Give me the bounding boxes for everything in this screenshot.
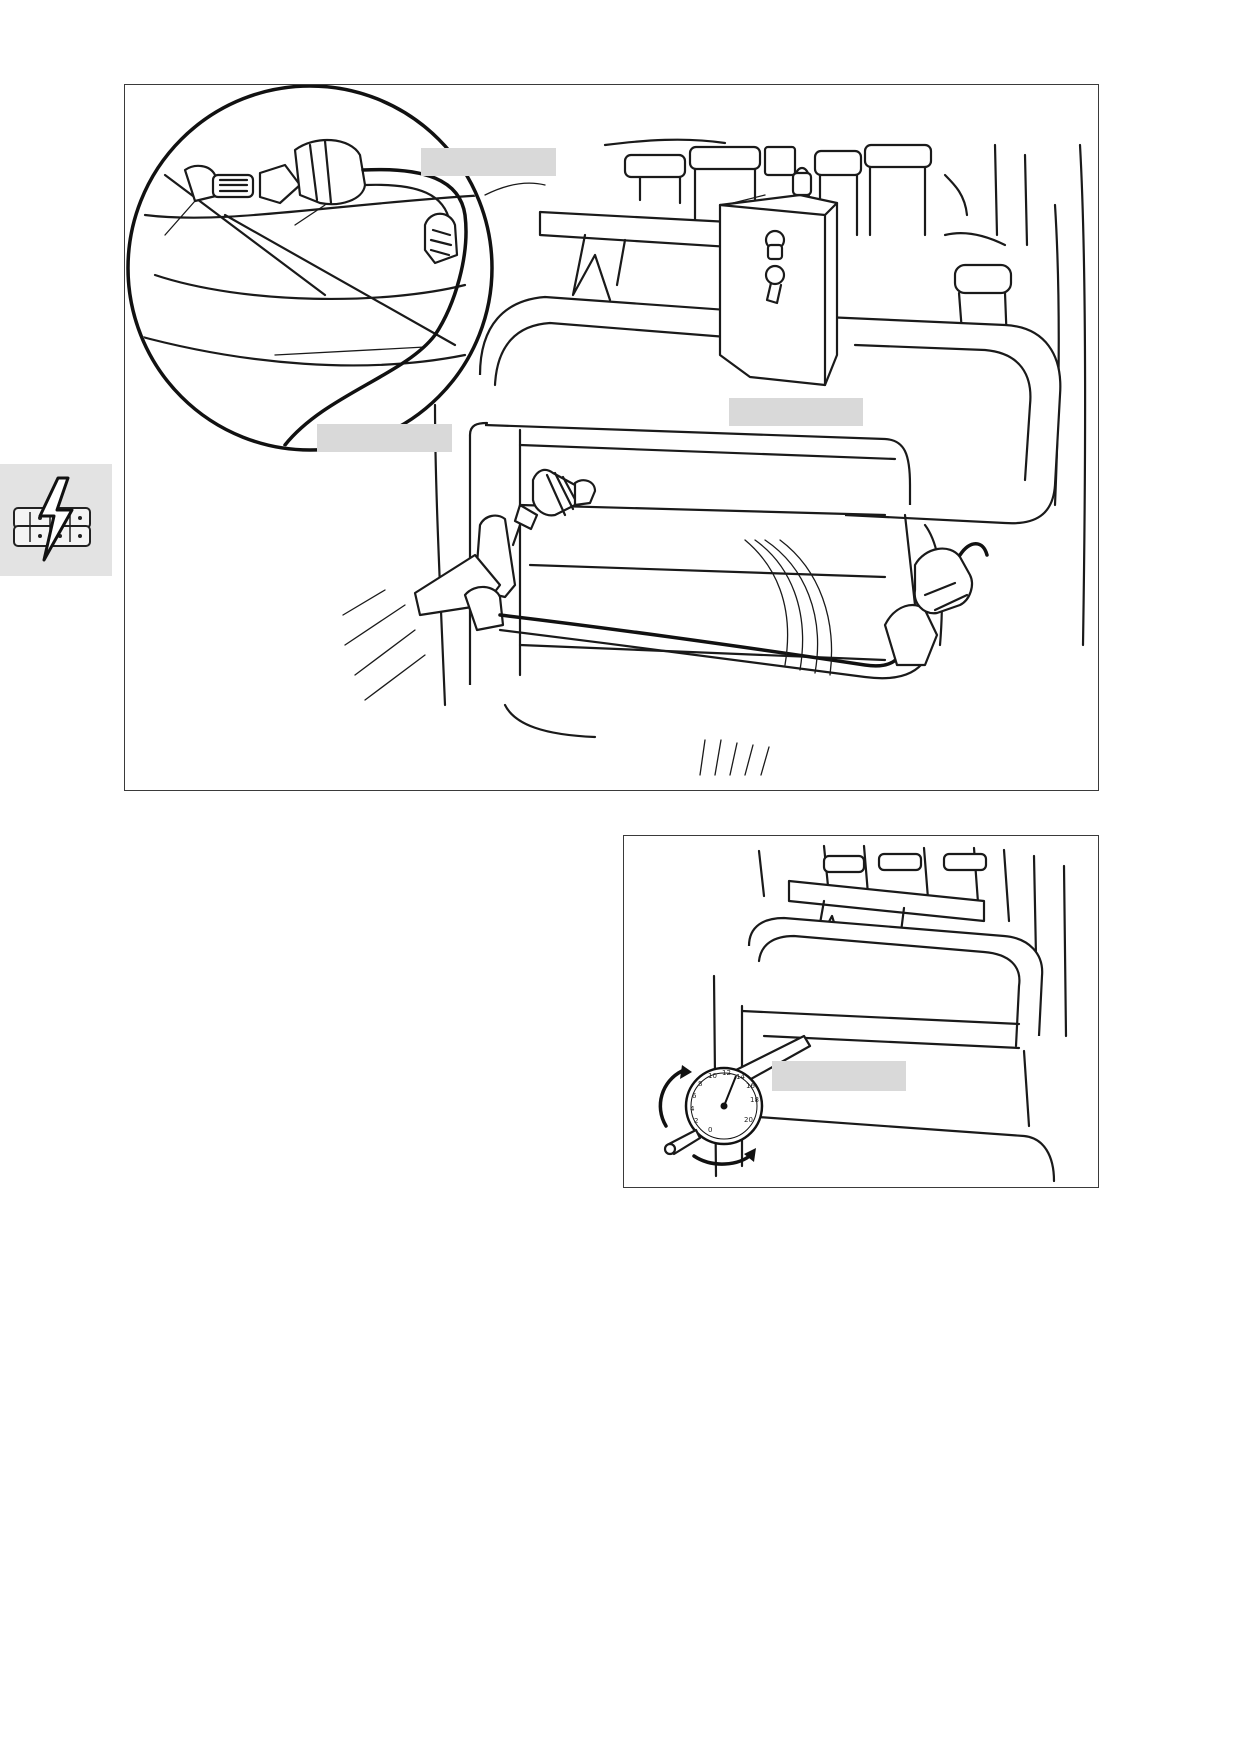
figure-compression-gauge: 0 2 4 6 8 10 12 14 16 18 20 (623, 835, 1099, 1188)
spark-tester-illustration (126, 85, 1087, 776)
gauge-scale-label: 16 (746, 1082, 755, 1090)
rotation-arrow-icon (692, 1152, 754, 1166)
fuel-rail (787, 879, 986, 923)
gauge-scale-label: 12 (722, 1069, 731, 1077)
gauge-scale-label: 6 (692, 1092, 697, 1100)
callout-label (421, 148, 556, 176)
figure-spark-tester (124, 84, 1099, 791)
gauge-scale-label: 4 (690, 1105, 695, 1113)
cylinder-head-cover (712, 916, 1056, 1183)
leader-line (484, 182, 546, 196)
spark-plug (511, 468, 597, 547)
ht-lead (413, 514, 989, 680)
callout-label (729, 398, 863, 426)
callout-label (317, 424, 452, 452)
callout-label (772, 1061, 906, 1091)
electrical-system-icon (13, 476, 91, 562)
section-tab (0, 464, 112, 576)
gauge-scale-label: 10 (708, 1072, 717, 1080)
gauge-scale-label: 14 (736, 1073, 745, 1081)
compression-gauge-icon: 0 2 4 6 8 10 12 14 16 18 20 (684, 1066, 764, 1146)
detail-magnifier (126, 85, 494, 452)
gauge-scale-label: 18 (750, 1096, 759, 1104)
gauge-scale-label: 0 (708, 1126, 712, 1134)
gauge-scale-label: 8 (698, 1080, 702, 1088)
rotation-arrow-icon (658, 1069, 684, 1128)
spark-tester-box (718, 166, 839, 387)
gauge-scale-label: 20 (744, 1116, 753, 1124)
throttle-bodies (757, 844, 1068, 1038)
gauge-scale-label: 2 (694, 1117, 698, 1125)
compression-gauge-illustration: 0 2 4 6 8 10 12 14 16 18 20 (658, 844, 1068, 1183)
